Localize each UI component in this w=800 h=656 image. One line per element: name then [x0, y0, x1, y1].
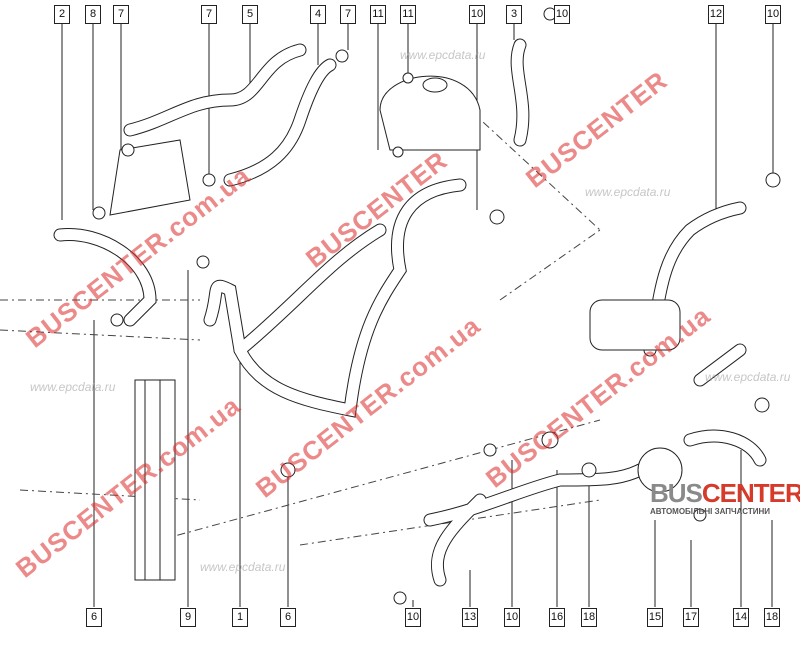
callout[interactable]: 7	[201, 5, 217, 24]
callout[interactable]: 2	[54, 5, 70, 24]
callout[interactable]: 6	[280, 608, 296, 627]
watermark-epc: www.epcdata.ru	[30, 380, 116, 394]
callout[interactable]: 10	[405, 608, 421, 627]
watermark-epc: www.epcdata.ru	[400, 48, 486, 62]
callout[interactable]: 5	[242, 5, 258, 24]
watermark-epc: www.epcdata.ru	[705, 370, 791, 384]
callout[interactable]: 17	[683, 608, 699, 627]
callout[interactable]: 13	[462, 608, 478, 627]
callout[interactable]: 7	[340, 5, 356, 24]
callout[interactable]: 11	[370, 5, 386, 24]
callout[interactable]: 14	[733, 608, 749, 627]
callout[interactable]: 1	[232, 608, 248, 627]
callout[interactable]: 10	[765, 5, 781, 24]
callout[interactable]: 9	[180, 608, 196, 627]
callout[interactable]: 4	[310, 5, 326, 24]
callout[interactable]: 15	[647, 608, 663, 627]
callout[interactable]: 12	[708, 5, 724, 24]
callout[interactable]: 7	[113, 5, 129, 24]
callout[interactable]: 16	[549, 608, 565, 627]
watermark-epc: www.epcdata.ru	[585, 185, 671, 199]
callout[interactable]: 11	[400, 5, 416, 24]
callout[interactable]: 3	[506, 5, 522, 24]
callout[interactable]: 10	[469, 5, 485, 24]
callout[interactable]: 10	[504, 608, 520, 627]
callout[interactable]: 8	[85, 5, 101, 24]
buscenter-logo: BUSCENTER АВТОМОБІЛЬНІ ЗАПЧАСТИНИ	[650, 478, 800, 516]
logo-name-gray: BUS	[650, 478, 703, 508]
watermark-epc: www.epcdata.ru	[200, 560, 286, 574]
callout[interactable]: 10	[554, 5, 570, 24]
callout[interactable]: 18	[764, 608, 780, 627]
callout[interactable]: 6	[86, 608, 102, 627]
logo-subtitle: АВТОМОБІЛЬНІ ЗАПЧАСТИНИ	[650, 507, 770, 516]
callout[interactable]: 18	[581, 608, 597, 627]
logo-name-red: CENTER	[701, 478, 800, 508]
